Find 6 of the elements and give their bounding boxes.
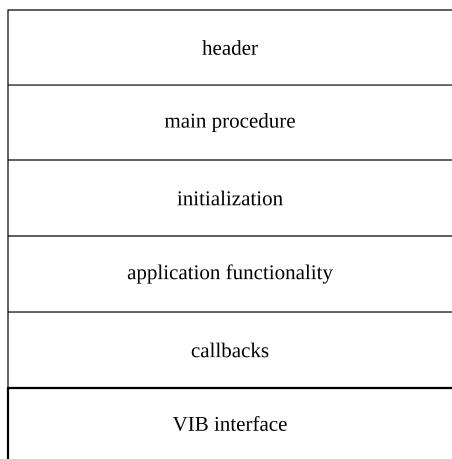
section-box: VIB interface bbox=[6, 386, 452, 459]
section-box: main procedure bbox=[7, 84, 452, 160]
section-box: header bbox=[7, 9, 452, 85]
section-box: initialization bbox=[7, 159, 452, 236]
section-box: callbacks bbox=[7, 311, 452, 388]
section-box: application functionality bbox=[7, 235, 452, 312]
